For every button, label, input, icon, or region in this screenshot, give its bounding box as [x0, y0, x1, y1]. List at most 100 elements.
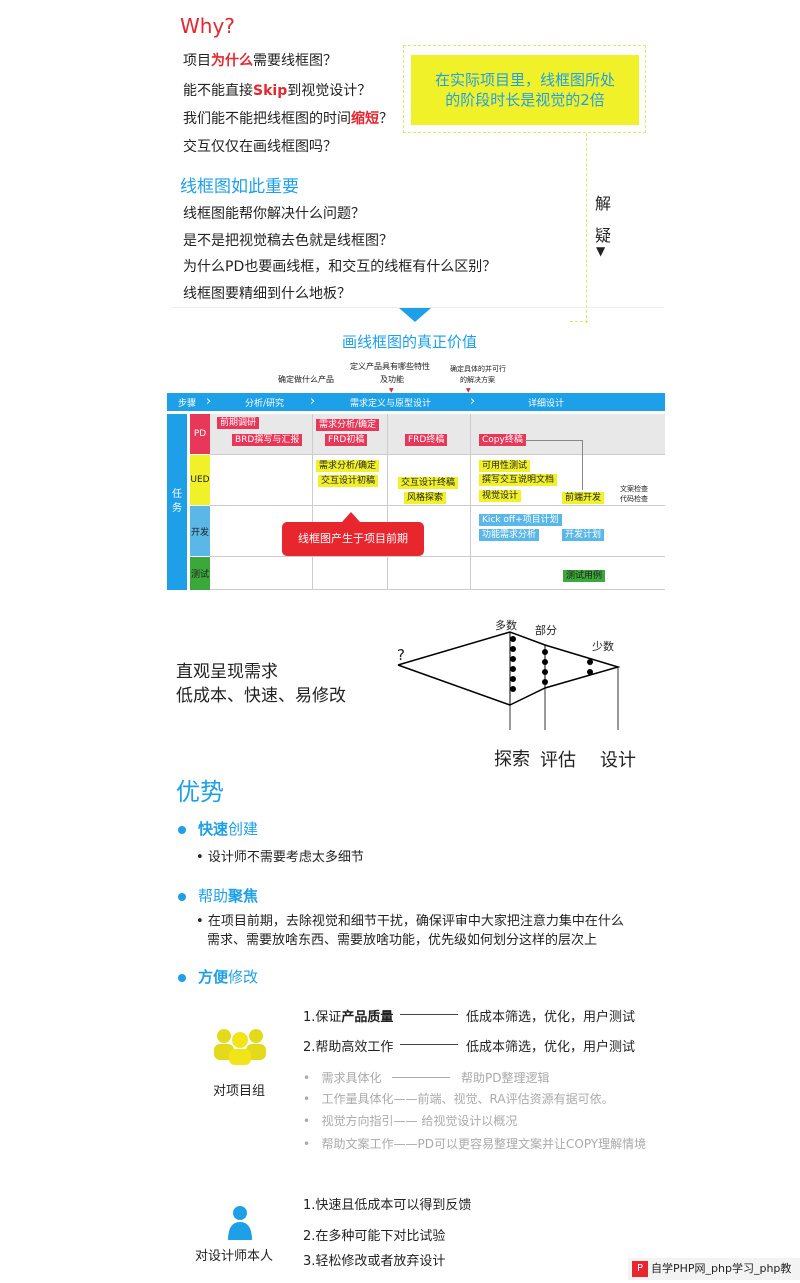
- task-tag: 开发计划: [562, 529, 605, 541]
- designer-item-2: 2.在多种可能下对比试验: [303, 1229, 446, 1244]
- grid-vline: [470, 414, 471, 590]
- team-label: 对项目组: [213, 1084, 266, 1099]
- task-tag: 交互设计初稿: [318, 475, 379, 487]
- grid-line: [210, 556, 665, 557]
- task-tag: 前期调研: [217, 417, 260, 429]
- grid-vline: [387, 414, 388, 590]
- important-item-4: 线框图要精细到什么地板？: [183, 286, 351, 302]
- step-analysis: 分析/研究: [245, 399, 285, 409]
- task-tag: 视觉设计: [479, 490, 522, 502]
- funnel-label-part: 部分: [535, 624, 557, 637]
- advantages-title: 优势: [176, 778, 224, 806]
- step-definition: 需求定义与原型设计: [350, 399, 432, 409]
- funnel-line-1: 直观呈现需求: [176, 662, 278, 682]
- step-chevron: ›: [470, 394, 476, 409]
- adv-bullet-2: • 在项目前期，去除视觉和细节干扰，确保评审中大家把注意力集中在什么 需求、需要…: [196, 914, 624, 948]
- funnel-question: ?: [397, 646, 405, 664]
- why-question-4: 交互仅仅在画线框图吗？: [183, 139, 337, 155]
- row-pd: PD: [190, 414, 210, 454]
- annot-5: 的解决方案: [460, 376, 495, 384]
- annot-2: 定义产品具有哪些特性: [350, 362, 430, 371]
- funnel-diagram: [397, 631, 621, 730]
- gray-item-4: • 帮助文案工作——PD可以更容易整理文案并让COPY理解情境: [303, 1137, 647, 1151]
- dashed-connector-bottom: [570, 300, 588, 322]
- important-item-1: 线框图能帮你解决什么问题？: [183, 206, 365, 222]
- side-arrow-icon: ▼: [596, 244, 606, 258]
- stage-evaluate: 评估: [540, 750, 576, 771]
- step-chevron: ›: [310, 394, 316, 409]
- gray-connector: [392, 1077, 450, 1078]
- task-tag: 风格探索: [404, 492, 447, 504]
- stage-explore: 探索: [494, 749, 530, 770]
- designer-item-3: 3.轻松修改或者放弃设计: [303, 1254, 446, 1269]
- team-icon: [214, 1029, 266, 1065]
- annot-marker: ▼: [466, 387, 471, 394]
- ued-note: 文案检查: [620, 485, 648, 493]
- why-title: Why?: [180, 14, 235, 38]
- designer-label: 对设计师本人: [195, 1249, 274, 1264]
- watermark-text: 自学PHP网_php学习_php教: [651, 1262, 792, 1275]
- task-tag: 交互设计终稿: [398, 477, 459, 489]
- funnel-text: 直观呈现需求 低成本、快速、易修改: [176, 660, 346, 708]
- team-line-1: 1.保证产品质量: [303, 1010, 394, 1025]
- section-divider: [172, 307, 664, 308]
- annot-marker: ▼: [389, 387, 394, 394]
- annot-1: 确定做什么产品: [278, 375, 334, 384]
- adv-bullet-1: • 设计师不需要考虑太多细节: [196, 850, 364, 865]
- watermark-logo: P: [632, 1261, 648, 1277]
- team-connector: [400, 1014, 458, 1015]
- team-line-1-result: 低成本筛选，优化，用户测试: [466, 1010, 636, 1025]
- row-dev: 开发: [190, 506, 210, 556]
- task-tag: 可用性测试: [479, 460, 531, 472]
- adv-heading-1: 快速创建: [178, 818, 258, 839]
- gray-item-1-result: 帮助PD整理逻辑: [461, 1071, 550, 1085]
- funnel-line-2: 低成本、快速、易修改: [176, 686, 346, 706]
- task-label: 任务: [172, 489, 182, 514]
- task-tag: 前端开发: [562, 492, 605, 504]
- bullet-dot: [178, 892, 186, 901]
- designer-item-1: 1.快速且低成本可以得到反馈: [303, 1198, 472, 1213]
- gray-item-1: • 需求具体化: [303, 1071, 382, 1085]
- row-test: 测试: [190, 557, 210, 590]
- task-tag: Copy终稿: [479, 434, 526, 446]
- callout-line-1: 在实际项目里，线框图所处: [434, 71, 615, 89]
- task-tag: FRD终稿: [405, 434, 448, 446]
- task-tag: 需求分析/确定: [316, 460, 380, 472]
- grid-vline: [312, 414, 313, 590]
- ued-note: 代码检查: [620, 495, 648, 503]
- side-label-1: 解: [595, 194, 612, 213]
- callout-frame: [403, 45, 646, 133]
- adv-heading-3: 方便修改: [178, 966, 258, 987]
- grid-line: [210, 454, 665, 455]
- bubble-pointer: [342, 512, 360, 522]
- task-tag: 测试用例: [563, 570, 606, 582]
- important-title: 线框图如此重要: [180, 177, 299, 197]
- grid-line: [210, 505, 665, 506]
- bullet-dot: [178, 825, 186, 834]
- important-item-3: 为什么PD也要画线框，和交互的线框有什么区别？: [183, 259, 497, 275]
- step-label: 步骤: [178, 399, 197, 409]
- why-question-3: 我们能不能把线框图的时间缩短？: [183, 111, 393, 127]
- team-line-2-result: 低成本筛选，优化，用户测试: [466, 1040, 636, 1055]
- dashed-connector: [586, 133, 587, 323]
- task-tag: BRD撰写与汇报: [232, 434, 303, 446]
- annot-4: 确定具体的并可行: [450, 365, 506, 373]
- step-chevron: ›: [206, 394, 212, 409]
- task-tag: Kick off+项目计划: [479, 514, 562, 526]
- wireframe-callout: 线框图产生于项目前期: [282, 522, 424, 556]
- side-label-2: 疑: [595, 226, 612, 245]
- task-tag: 撰写交互说明文档: [479, 474, 558, 486]
- why-question-2: 能不能直接Skip到视觉设计？: [183, 83, 372, 99]
- task-column: [167, 414, 187, 590]
- callout-line-2: 的阶段时长是视觉的2倍: [445, 91, 605, 109]
- gray-item-3: • 视觉方向指引—— 给视觉设计以概况: [303, 1114, 518, 1128]
- task-tag: 功能需求分析: [479, 529, 540, 541]
- funnel-label-most: 多数: [495, 619, 517, 632]
- connector-line: [525, 440, 583, 490]
- important-item-2: 是不是把视觉稿去色就是线框图？: [183, 233, 393, 249]
- bullet-dot: [178, 973, 186, 982]
- callout-box: 在实际项目里，线框图所处 的阶段时长是视觉的2倍: [411, 55, 639, 125]
- annot-3: 及功能: [380, 375, 404, 384]
- grid-line: [210, 589, 665, 590]
